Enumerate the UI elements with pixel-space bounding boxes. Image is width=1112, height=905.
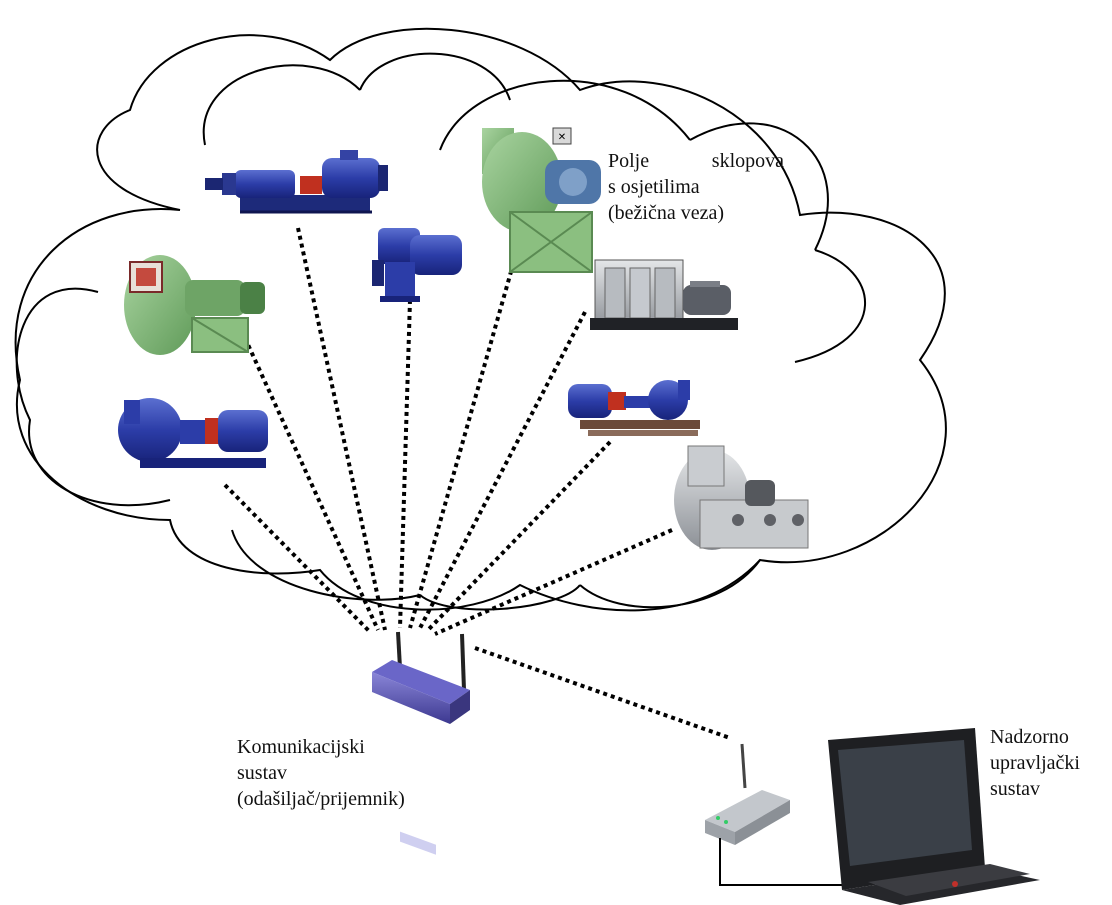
svg-text:✕: ✕ [558,132,566,143]
comm-label-line3: (odašiljač/prijemnik) [237,788,405,810]
sensor-field-label: Polje sklopova s osjetilima (bežična vez… [608,148,786,226]
control-system-label: Nadzorno upravljački sustav [990,724,1080,802]
link-pump-right [426,440,612,632]
field-label-word1: Polje [608,150,650,172]
link-control-system [474,646,731,740]
router-icon [372,631,470,855]
link-green-fan-left [243,337,380,631]
field-label-word2: sklopova [711,150,784,172]
grey-fan-right-icon [674,445,809,550]
wireless-links [223,227,731,740]
field-label-line2: s osjetilima [608,176,700,198]
field-label-line3: (bežična veza) [608,202,725,224]
link-compressor [418,311,587,629]
inline-pump-icon [372,228,462,302]
laptop-icon [828,728,1040,905]
comm-label-line2: sustav [237,762,287,784]
control-label-line2: upravljački [990,752,1080,774]
control-label-line3: sustav [990,778,1040,800]
link-centrifugal-pump-left [223,483,372,634]
control-label-line1: Nadzorno [990,726,1069,748]
green-fan-top-icon: ✕ [482,127,601,273]
compressor-icon [590,259,738,330]
comm-label-line1: Komunikacijski [237,736,365,758]
cloud-outline-inner [15,52,866,611]
communication-system-label: Komunikacijski sustav (odašiljač/prijemn… [237,734,405,812]
adapter-cable [719,838,868,886]
centrifugal-pump-right-icon [568,380,700,436]
green-fan-left-icon [124,255,265,355]
centrifugal-pump-left-icon [118,398,268,468]
wireless-adapter-icon [705,743,790,845]
link-inline-pump [398,299,412,629]
link-fan-right [434,528,673,636]
link-green-fan-top [408,239,522,629]
multistage-pump-icon [205,150,388,214]
